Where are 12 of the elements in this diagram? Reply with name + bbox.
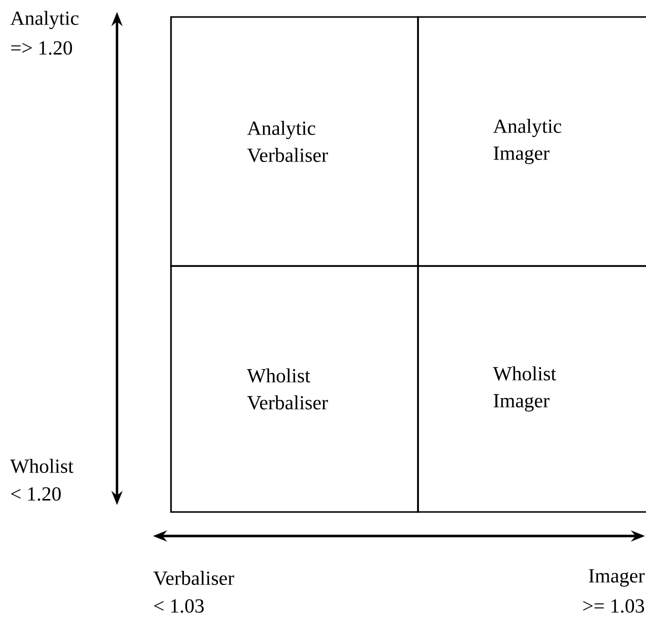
quadrant-box: Analytic Imager <box>417 16 646 267</box>
axis-label: Analytic <box>10 10 78 30</box>
axis-label: Wholist <box>10 458 74 474</box>
axis-label: < 1.20 <box>11 487 61 501</box>
quadrant-box: Analytic Verbaliser <box>170 16 419 267</box>
quadrant-box: Wholist Imager <box>417 265 646 513</box>
axis-label: => 1.20 <box>11 41 72 55</box>
axis-label: Verbaliser <box>153 570 234 586</box>
axis-label: Imager <box>588 569 645 587</box>
axis-label: >= 1.03 <box>583 599 644 613</box>
axis-label: < 1.03 <box>154 599 204 613</box>
quadrant-box: Wholist Verbaliser <box>170 265 419 513</box>
